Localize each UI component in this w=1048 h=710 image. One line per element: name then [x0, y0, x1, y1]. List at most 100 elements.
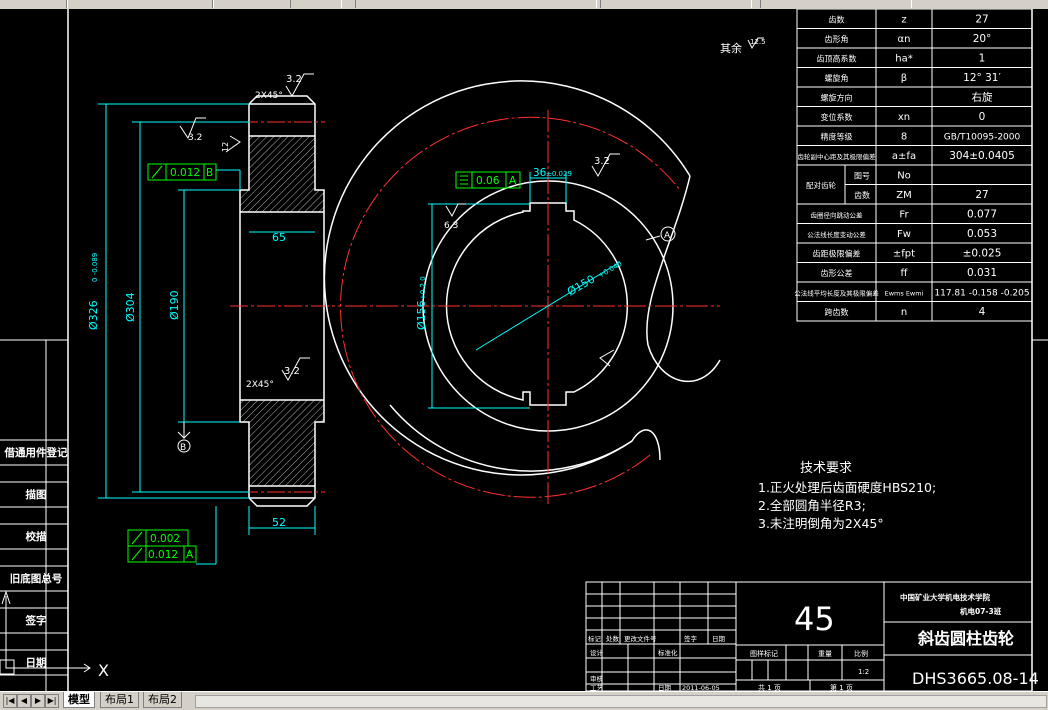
param-symbol: n: [901, 307, 907, 318]
param-name: 齿数: [829, 14, 845, 24]
title-sheet: 第 1 页: [830, 683, 853, 691]
param-name: 螺旋方向: [821, 92, 853, 102]
title-row-label: 处数: [606, 634, 620, 643]
roughness-label: 6.3: [444, 221, 458, 231]
title-drawing-no: DHS3665.08-14: [912, 669, 1039, 688]
title-material: 45: [794, 600, 835, 638]
tolerance-frame-flatness: [127, 529, 197, 563]
param-value: 117.81 -0.158 -0.205: [934, 288, 1029, 298]
param-value: 1: [979, 52, 986, 64]
param-value: 0.053: [967, 228, 997, 240]
dim-pitch-dia: Ø304: [124, 292, 137, 322]
param-name: 精度等级: [821, 131, 853, 141]
title-row-label: 更改文件号: [624, 634, 657, 643]
param-symbol: Ewms Ewmi: [885, 289, 924, 297]
param-symbol: ZM: [896, 190, 911, 201]
datum-b: B: [180, 443, 186, 453]
title-date: 2011-06-05: [682, 684, 720, 691]
tolerance-frame-runout-b: [147, 163, 217, 181]
param-symbol: Fw: [897, 229, 911, 240]
param-value: 27: [975, 189, 988, 201]
tab-layout1[interactable]: 布局1: [100, 692, 139, 708]
title-row-label: 设计: [590, 648, 604, 657]
gear-section-view: Ø326 0 -0.089 Ø304 Ø190 65 52 2X45° 2X45…: [87, 73, 340, 565]
toolbar-dropdown[interactable]: [290, 0, 342, 8]
param-value: 12° 31′: [963, 72, 1001, 84]
roughness-label: 3.2: [284, 366, 300, 377]
param-name: 图号: [854, 171, 870, 180]
drawing-canvas[interactable]: 借通用件登记 描图 校描 旧底图总号 签字 日期 X: [0, 9, 1048, 691]
title-sheets-total: 共 1 页: [758, 683, 781, 691]
nav-last-button[interactable]: ▶|: [45, 694, 59, 708]
tol-symmetry-datum: A: [509, 175, 517, 187]
lineweight-dropdown[interactable]: [760, 0, 912, 8]
param-value: 20°: [973, 33, 992, 45]
param-name: 变位系数: [821, 112, 853, 122]
toolbar-sep: [212, 0, 214, 8]
title-scale: 1:2: [858, 668, 869, 676]
param-value: GB/T10095-2000: [944, 132, 1021, 142]
param-name: 螺旋角: [825, 73, 849, 83]
ucs-icon: [0, 590, 91, 675]
nav-next-button[interactable]: ▶: [31, 694, 45, 708]
tab-model[interactable]: 模型: [63, 692, 95, 708]
tol-symmetry: 0.06: [476, 175, 500, 187]
tolerance-frame-symmetry: [455, 171, 521, 189]
param-symbol: z: [901, 14, 906, 25]
tech-item: 2.全部圆角半径R3;: [758, 498, 866, 513]
tol-flatness: 0.002: [150, 533, 180, 545]
layer-dropdown[interactable]: [355, 0, 597, 8]
tech-item: 1.正火处理后齿面硬度HBS210;: [758, 480, 936, 495]
param-symbol: ff: [901, 268, 909, 279]
param-value: 304±0.0405: [949, 150, 1015, 162]
param-name: 齿轮副中心距及其极限偏差: [798, 152, 877, 161]
param-name: 齿圈径向跳动公差: [811, 210, 864, 219]
tab-layout2[interactable]: 布局2: [143, 692, 182, 708]
linetype-dropdown[interactable]: [600, 0, 752, 8]
title-row-label: 日期: [712, 635, 726, 643]
title-col-label: 重量: [818, 650, 832, 658]
dim-hub-dia: Ø190: [168, 290, 181, 320]
layout-tab-bar: |◀ ◀ ▶ ▶| 模型 布局1 布局2: [0, 691, 1048, 710]
left-panel-label: 校描: [26, 530, 47, 543]
chamfer-bottom: 2X45°: [246, 380, 274, 390]
technical-requirements: 技术要求 1.正火处理后齿面硬度HBS210; 2.全部圆角半径R3; 3.未注…: [758, 461, 936, 531]
nav-prev-button[interactable]: ◀: [17, 694, 31, 708]
title-row-label: 签字: [684, 634, 698, 643]
title-block: 45 中国矿业大学机电技术学院 机电07-3班 斜齿圆柱齿轮 DHS3665.0…: [585, 581, 1039, 691]
dim-outer-tol: 0 -0.089: [91, 253, 99, 282]
nav-first-button[interactable]: |◀: [3, 694, 17, 708]
param-name: 跨齿数: [825, 307, 849, 317]
title-school: 中国矿业大学机电技术学院: [900, 592, 990, 602]
dim-key-tol: ±0.029: [546, 170, 572, 178]
tol-runout-a-datum: A: [186, 549, 194, 561]
param-symbol: No: [897, 170, 911, 181]
dim-width-65: 65: [272, 231, 286, 244]
surface-note-label: 其余: [720, 41, 742, 55]
roughness-label: 12: [221, 142, 230, 152]
param-value: 4: [979, 306, 986, 318]
param-name: 齿形角: [825, 34, 849, 44]
title-row-label: 日期: [658, 684, 672, 691]
dim-bore-tol: +0.2 0: [419, 276, 427, 300]
param-value: 0.077: [967, 208, 997, 220]
tol-runout-b-datum: B: [206, 167, 213, 179]
param-name: 齿顶高系数: [817, 53, 857, 63]
cad-drawing[interactable]: 借通用件登记 描图 校描 旧底图总号 签字 日期 X: [0, 9, 1048, 691]
roughness-label: 3.2: [188, 133, 202, 143]
title-row-label: 工艺: [590, 684, 604, 691]
tech-title: 技术要求: [800, 461, 852, 476]
param-symbol: xn: [898, 112, 910, 123]
param-symbol: β: [901, 73, 907, 84]
toolbar-sep: [66, 0, 68, 8]
title-part-name: 斜齿圆柱齿轮: [917, 629, 1014, 648]
left-record-panel: 借通用件登记 描图 校描 旧底图总号 签字 日期: [0, 439, 68, 676]
param-value: 0.031: [967, 267, 997, 279]
left-panel-label: 借通用件登记: [4, 446, 68, 459]
param-value: 右旋: [972, 90, 993, 103]
title-col-label: 比例: [854, 649, 868, 658]
chamfer-top: 2X45°: [255, 91, 283, 101]
horizontal-scrollbar[interactable]: [195, 695, 1047, 708]
title-row-label: 标准化: [658, 648, 678, 657]
